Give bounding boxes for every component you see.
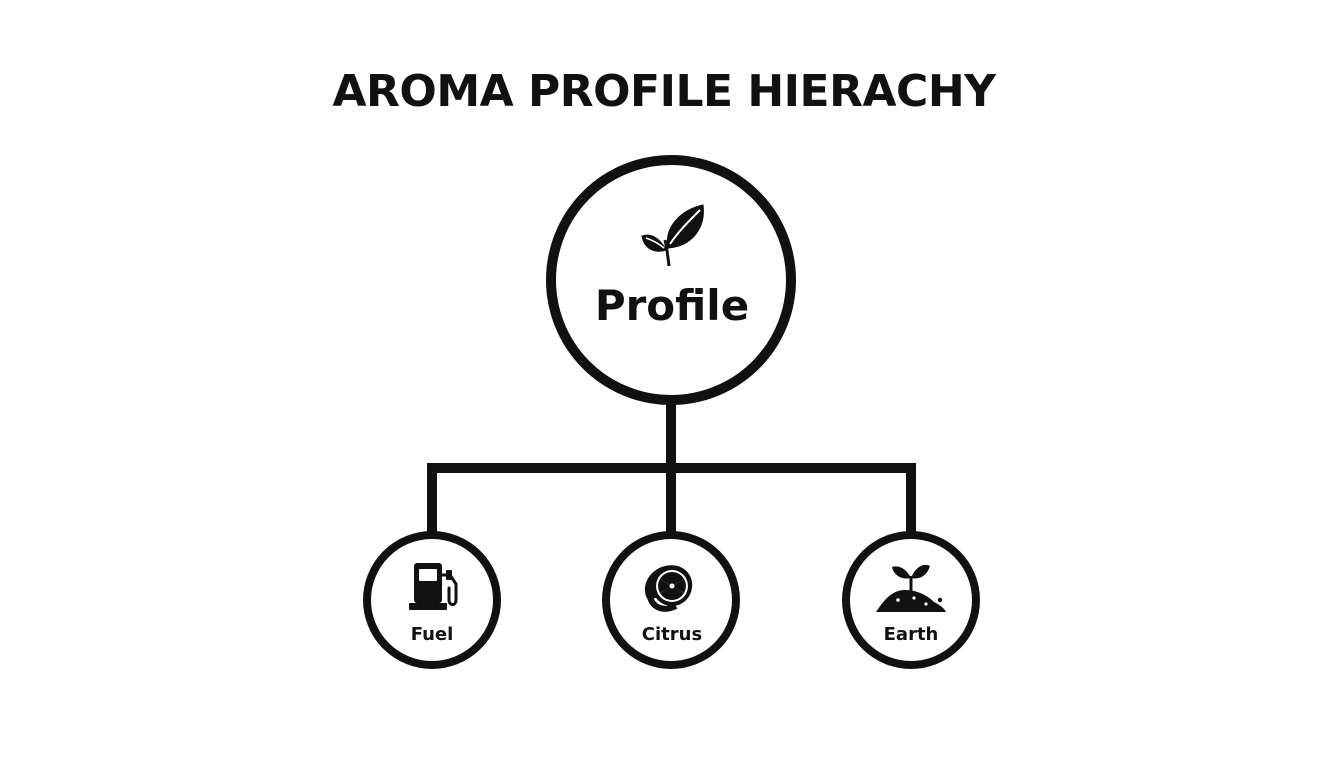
soil-sprout-icon [876,564,946,612]
leaf-sprout-icon [641,204,704,267]
citrus-slice-icon [644,565,693,612]
root-node: Profile [546,155,796,405]
fuel-pump-icon [409,563,458,610]
root-node-circle [546,155,796,405]
child-node-label: Fuel [411,624,454,645]
child-node-fuel: Fuel [363,531,501,669]
child-node-label: Citrus [642,624,702,645]
diagram-title: AROMA PROFILE HIERACHY [332,66,997,117]
child-node-citrus: Citrus [602,531,740,669]
connector-lines [427,400,916,536]
child-node-earth: Earth [842,531,980,669]
root-node-label: Profile [595,281,749,330]
child-node-label: Earth [884,624,939,645]
